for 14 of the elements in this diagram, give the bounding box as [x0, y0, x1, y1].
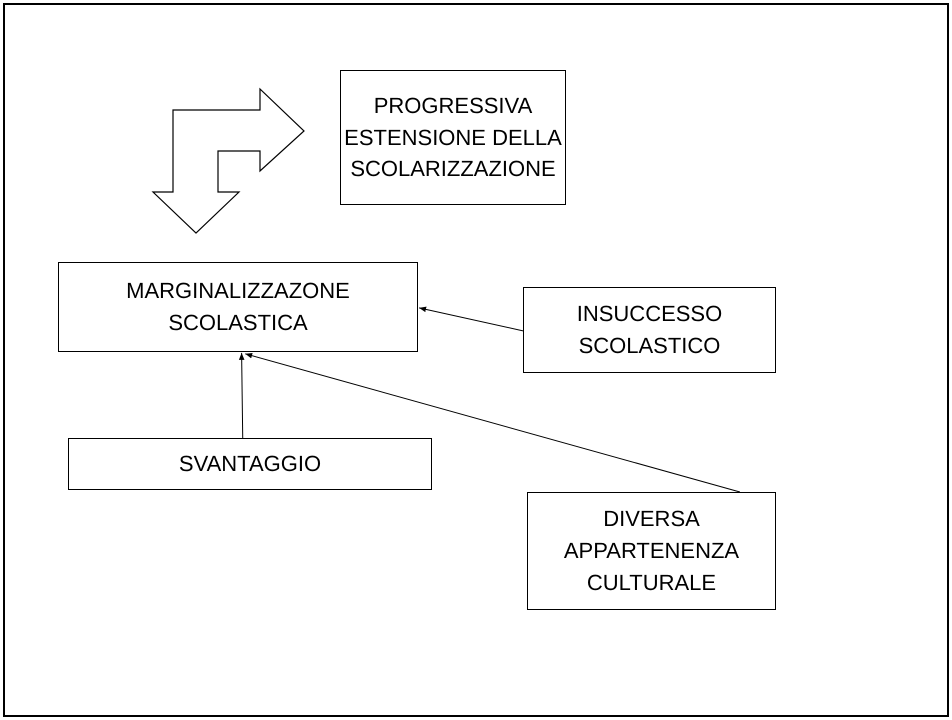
- text-box: [68, 438, 432, 490]
- text-box: [527, 492, 776, 610]
- text-box: [523, 287, 776, 373]
- box-label: DIVERSA APPARTENENZA CULTURALE: [562, 505, 740, 597]
- text-box: [58, 262, 418, 352]
- arrow: [244, 352, 740, 492]
- text-box: [340, 70, 566, 205]
- box-label: MARGINALIZZAZONE SCOLASTICA: [125, 277, 351, 337]
- box-label: PROGRESSIVA ESTENSIONE DELLA SCOLARIZZAZIONE: [343, 92, 563, 184]
- bent-block-arrow: [152, 88, 305, 234]
- box-label: SVANTAGGIO: [178, 450, 322, 478]
- arrow: [418, 306, 524, 332]
- arrow: [238, 352, 244, 438]
- box-label: INSUCCESSO SCOLASTICO: [576, 300, 724, 360]
